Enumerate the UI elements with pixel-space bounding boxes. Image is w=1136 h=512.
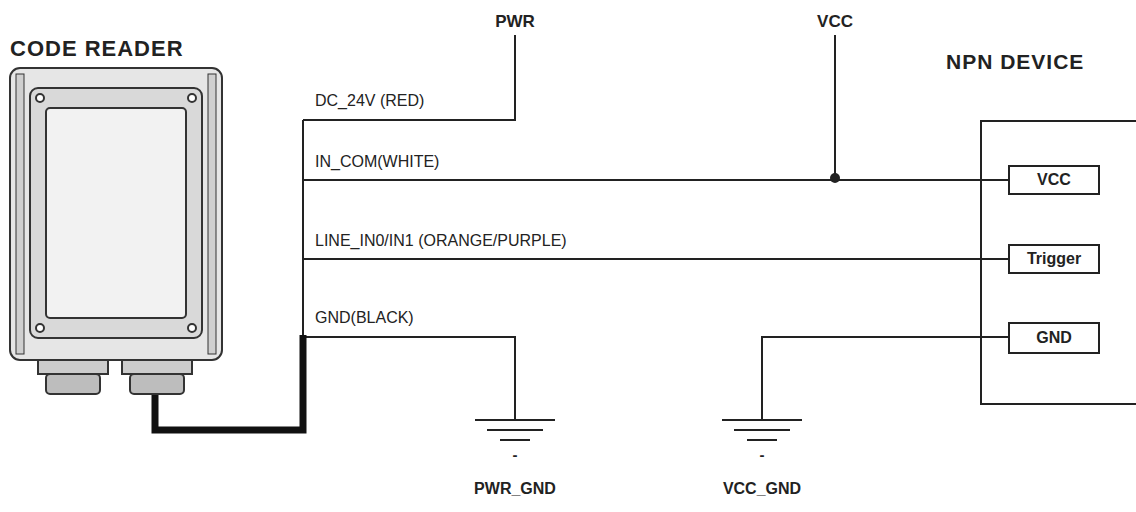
device-heading: NPN DEVICE (946, 50, 1084, 74)
screw (188, 324, 196, 332)
ground-symbol (722, 420, 802, 440)
wire-label: IN_COM(WHITE) (315, 153, 439, 171)
device-box: NPN DEVICEVCCTriggerGND (980, 120, 1136, 405)
signal-name: VCC (817, 12, 853, 32)
ground-sign: - (760, 446, 765, 463)
device-ground-wire (762, 337, 1008, 420)
reader-cable (155, 335, 303, 430)
connector-plug (130, 374, 184, 394)
wire-label: GND(BLACK) (315, 309, 414, 327)
pin-box: VCC (1008, 165, 1100, 195)
ground-symbol (475, 420, 555, 440)
signal-wire (155, 259, 1008, 430)
connector-base (38, 360, 108, 374)
reader-window (46, 108, 186, 318)
screw (36, 324, 44, 332)
reader-fin (16, 74, 24, 354)
ground-name: PWR_GND (474, 480, 556, 498)
ground-wire (303, 337, 515, 420)
reader-frame (30, 88, 202, 338)
wire-label: LINE_IN0/IN1 (ORANGE/PURPLE) (315, 232, 567, 250)
pin-name: Trigger (1027, 250, 1081, 268)
connector-base (122, 360, 192, 374)
screw (36, 94, 44, 102)
code-reader-illustration (10, 68, 222, 394)
vcc-wire (834, 35, 836, 178)
wires (303, 35, 1008, 440)
pin-name: GND (1036, 329, 1072, 347)
pin-box: GND (1008, 322, 1100, 354)
junction-dot (830, 173, 840, 183)
reader-housing (10, 68, 222, 360)
pin-box: Trigger (1008, 244, 1100, 274)
ground-sign: - (513, 446, 518, 463)
signal-name: PWR (495, 12, 535, 32)
reader-fin (208, 74, 216, 354)
ground-name: VCC_GND (723, 480, 801, 498)
device-heading: CODE READER (10, 36, 184, 62)
reader-node: CODE READER (8, 30, 240, 402)
signal-wire (155, 180, 1008, 430)
screw (188, 94, 196, 102)
connector-plug (46, 374, 100, 394)
pin-name: VCC (1037, 171, 1071, 189)
wire-label: DC_24V (RED) (315, 92, 424, 110)
power-wire (303, 35, 515, 120)
